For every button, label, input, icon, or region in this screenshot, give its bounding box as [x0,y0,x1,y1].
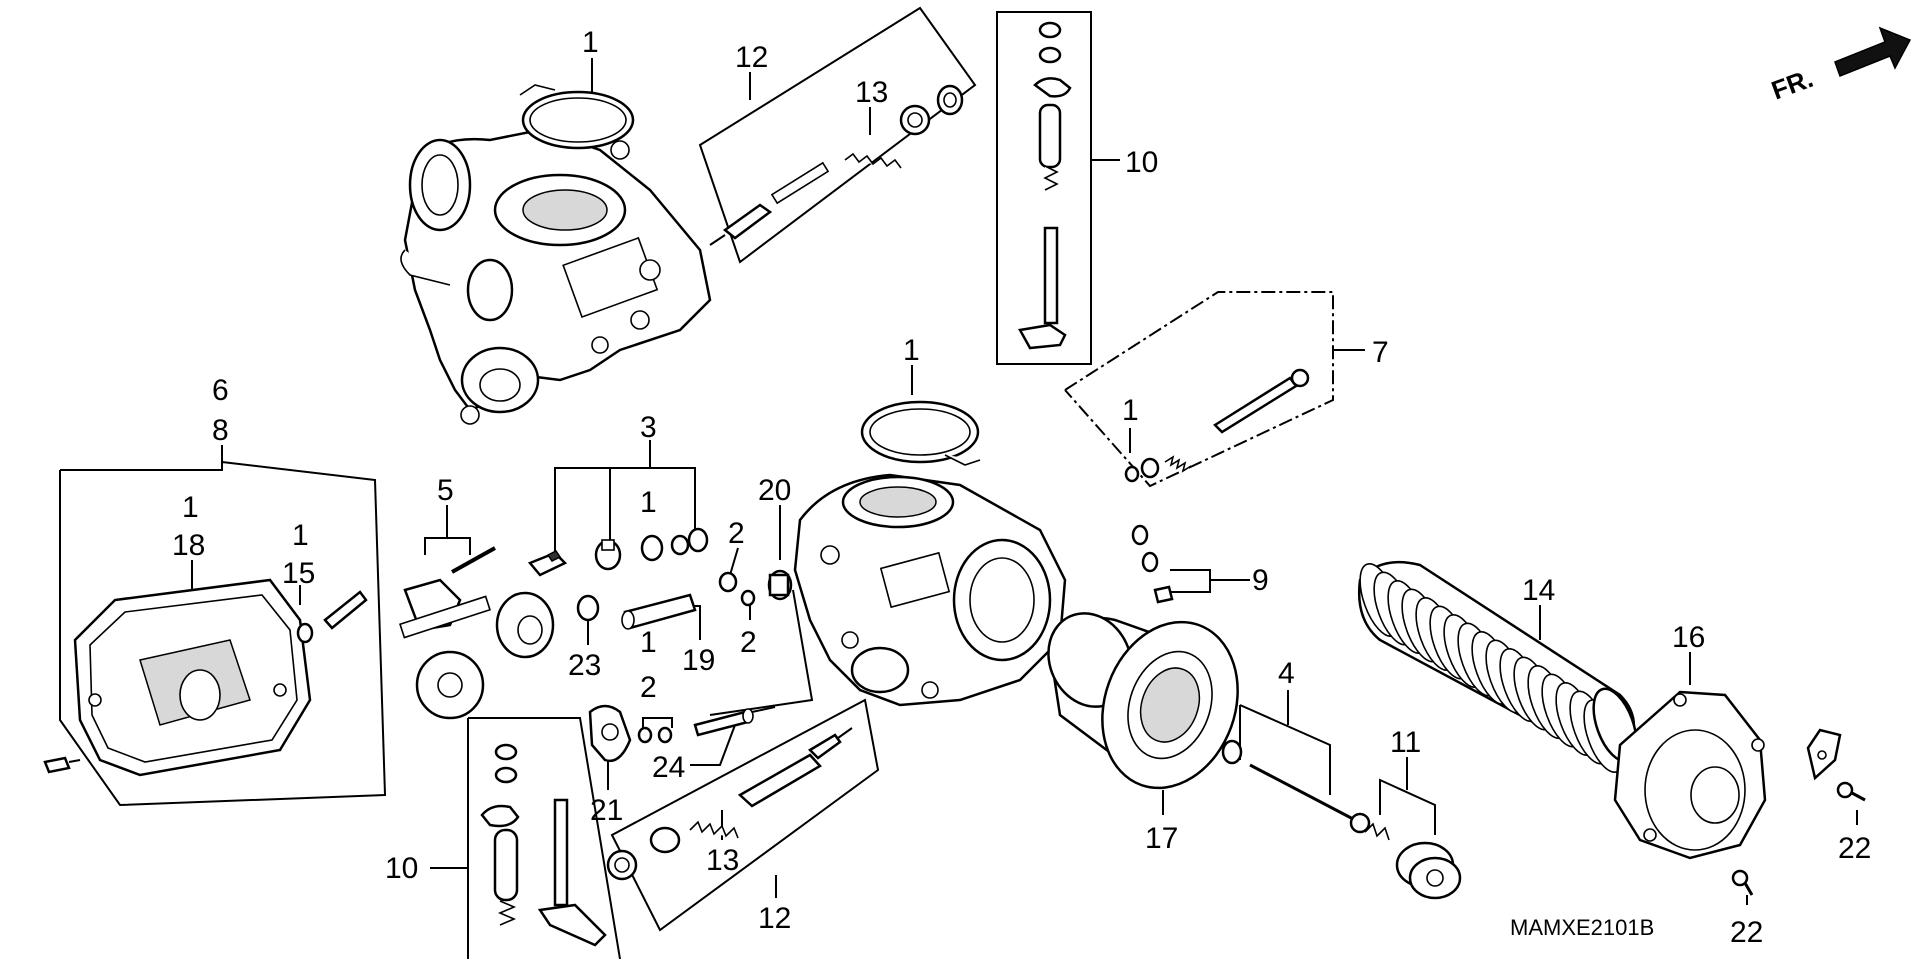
callout-1: 1 [1122,394,1139,427]
callout-11: 11 [1390,726,1421,759]
top-adjuster-assembly [1018,21,1072,350]
rod-assembly [1221,739,1371,834]
front-indicator: FR. [1767,63,1817,106]
callout-15: 15 [282,557,315,590]
bottom-adjuster-assembly [480,743,607,947]
carburetor-cap [1613,690,1767,860]
top-needle-assembly [709,84,964,246]
callout-1: 1 [640,486,657,519]
top-carburetor-body [400,128,712,425]
callout-1: 1 [640,626,657,659]
plug-assembly [1364,822,1462,900]
bottom-needle-assembly [606,727,853,881]
callout-1: 1 [182,491,199,524]
callout-8: 8 [212,414,229,447]
callout-19: 19 [682,644,715,677]
callout-20: 20 [758,474,791,507]
vent-parts [1131,524,1174,604]
callout-16: 16 [1672,621,1705,654]
callout-1: 1 [582,26,599,59]
callout-14: 14 [1522,574,1555,607]
boot-bellows [1358,560,1638,773]
callout-22: 22 [1838,832,1871,865]
bracket-and-pipe [588,704,776,763]
top-cover-assembly [43,578,368,777]
callout-7: 7 [1372,336,1389,369]
callout-22: 22 [1730,916,1763,949]
callout-12: 12 [758,902,791,935]
mid-carburetor-body [793,473,1067,707]
jet-assembly [527,527,709,577]
callout-1: 1 [292,519,309,552]
callout-2: 2 [640,671,657,704]
callout-2: 2 [740,626,757,659]
callout-24: 24 [652,751,685,784]
callout-3: 3 [640,411,657,444]
callout-18: 18 [172,529,205,562]
callout-10: 10 [385,852,418,885]
callout-13: 13 [706,844,739,877]
callout-13: 13 [855,76,888,109]
callout-5: 5 [437,474,454,507]
callout-9: 9 [1252,564,1269,597]
callout-21: 21 [590,794,623,827]
top-o-ring [519,84,635,150]
diaphragm-assembly [1047,612,1239,790]
callout-6: 6 [212,374,229,407]
diagram-code: MAMXE2101B [1510,915,1654,940]
mid-o-ring [860,400,981,466]
clip-and-bolts [1731,728,1866,896]
front-arrow-icon: FR. [1767,26,1912,106]
float-assembly [399,546,555,720]
callout-12: 12 [735,41,768,74]
leader-lines [59,6,1858,959]
part-labels: 1 12 13 10 7 1 1 6 8 1 1 18 15 5 3 1 2 2… [172,26,1871,949]
callout-10: 10 [1125,146,1158,179]
callout-1: 1 [903,334,920,367]
small-jet-parts [576,569,793,630]
callout-23: 23 [568,649,601,682]
screw-assembly [1124,368,1310,483]
callout-2: 2 [728,517,745,550]
callout-4: 4 [1278,657,1295,690]
callout-17: 17 [1145,822,1178,855]
